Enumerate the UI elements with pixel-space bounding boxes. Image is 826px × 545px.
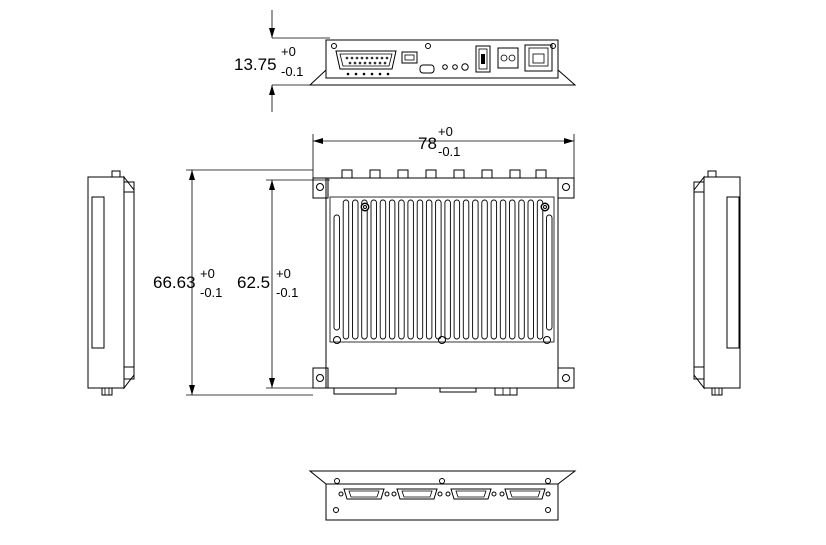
screw-icon: [384, 491, 390, 497]
led-indicator: [442, 64, 448, 70]
screw-icon: [333, 507, 339, 513]
screw-center: [363, 205, 367, 209]
screw-icon: [491, 491, 497, 497]
heatsink-fin: [499, 199, 507, 340]
screw-icon: [338, 491, 344, 497]
heatsink-fin: [379, 199, 387, 340]
front-view: 13.75 +0 -0.1: [234, 10, 577, 112]
heatsink-fin: [536, 199, 544, 340]
reset-button: [461, 63, 469, 71]
heatsink-fin: [398, 199, 405, 340]
db-connector: [343, 488, 385, 500]
db-connector-inner: [509, 490, 541, 498]
heatsink-fin: [453, 199, 461, 340]
screw-icon: [545, 491, 551, 497]
usb-vertical-port: [475, 45, 491, 73]
led-row: [346, 72, 390, 76]
bottom-connector-row: [333, 387, 518, 396]
heatsink-fins: [333, 199, 553, 340]
heatsink-fin: [435, 199, 442, 340]
db-connector: [450, 488, 492, 500]
height-value: 13.75: [234, 55, 277, 74]
right-side-view: [693, 170, 741, 396]
heatsink-fin: [388, 199, 396, 340]
depth-inner-tol-upper: +0: [276, 266, 291, 281]
heatsink-fin: [490, 199, 498, 340]
heatsink-fin: [462, 199, 470, 340]
heatsink-fin: [481, 199, 488, 340]
screw-icon: [331, 43, 337, 49]
screw-icon: [439, 478, 445, 484]
screw-center: [543, 205, 547, 209]
width-tol-upper: +0: [438, 124, 453, 139]
height-dimension: 13.75 +0 -0.1: [234, 10, 330, 112]
screw-icon: [545, 478, 551, 484]
heatsink-fin: [472, 199, 479, 340]
screw-icon: [437, 491, 443, 497]
depth-inner-tol-lower: -0.1: [276, 285, 298, 300]
heatsink-fin: [416, 199, 424, 340]
depth-inner-value: 62.5: [237, 273, 270, 292]
width-dimension: 78 +0 -0.1: [312, 124, 575, 178]
screw-icon: [361, 203, 369, 211]
depth-outer-tol-lower: -0.1: [200, 285, 222, 300]
heatsink-fin: [509, 199, 516, 340]
screw-icon: [438, 336, 446, 344]
heatsink-fin: [342, 199, 350, 340]
micro-connector: [419, 64, 435, 74]
db-connector-inner: [348, 490, 380, 498]
width-value: 78: [418, 134, 437, 153]
db25-connector: [335, 50, 397, 70]
depth-inner-dimension: 62.5 +0 -0.1: [237, 179, 330, 389]
depth-outer-tol-upper: +0: [200, 266, 215, 281]
screw-icon: [543, 336, 551, 344]
heatsink-fin: [361, 199, 368, 340]
screw-icon: [334, 478, 340, 484]
top-connector-row: [336, 169, 552, 179]
db-connector-inner: [455, 490, 487, 498]
bottom-view: [308, 470, 577, 521]
heatsink-fin: [407, 199, 414, 340]
screw-icon: [425, 43, 431, 49]
mounting-flange: [308, 68, 577, 86]
heatsink-fin: [352, 199, 359, 340]
screw-icon: [333, 336, 341, 344]
heatsink-fin: [425, 199, 433, 340]
front-panel: [325, 39, 559, 79]
heatsink-fin: [546, 214, 553, 331]
db-connector: [396, 488, 438, 500]
screw-icon: [541, 203, 549, 211]
screw-icon: [445, 491, 451, 497]
screw-icon: [391, 491, 397, 497]
heatsink-fin: [333, 214, 340, 331]
top-view: 78 +0 -0.1 66.63 +0 -0.1 62.5 +0 -0.1: [153, 124, 575, 396]
width-tol-lower: -0.1: [438, 144, 460, 159]
screw-icon: [545, 507, 551, 513]
db-connector: [504, 488, 546, 500]
depth-outer-value: 66.63: [153, 273, 196, 292]
left-side-view: [87, 170, 135, 396]
dc-power-connector: [497, 47, 519, 69]
screw-icon: [550, 43, 556, 49]
mounting-ears: [312, 177, 575, 389]
depth-outer-dimension: 66.63 +0 -0.1: [153, 169, 313, 396]
height-tol-lower: -0.1: [281, 64, 303, 79]
bottom-flange: [308, 470, 577, 485]
serial-connectors: [338, 488, 551, 500]
heatsink-fin: [370, 199, 377, 340]
rj45-port: [524, 44, 553, 72]
heatsink-fin: [527, 199, 534, 340]
screw-icon: [499, 491, 505, 497]
usb-port: [401, 51, 418, 64]
db-connector-inner: [401, 490, 433, 498]
heatsink-fin: [518, 199, 525, 340]
height-tol-upper: +0: [281, 44, 296, 59]
led-indicator: [452, 64, 458, 70]
heatsink-fin: [444, 199, 451, 340]
